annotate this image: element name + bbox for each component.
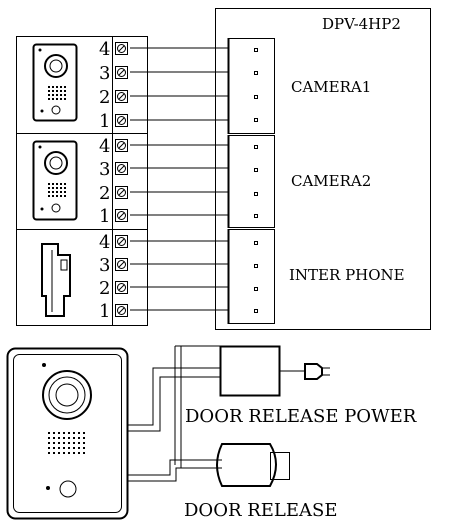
handset-icon	[41, 243, 71, 317]
plug-icon	[304, 363, 330, 380]
terminal-number: 3	[99, 255, 110, 276]
release-wires	[127, 345, 242, 482]
terminal-number: 4	[99, 39, 110, 60]
connector-label-camera1: CAMERA1	[291, 78, 371, 96]
device-panel	[16, 36, 148, 326]
door-station-icon	[6, 347, 129, 520]
connector-camera2: CAMERA2	[227, 135, 371, 228]
terminal-number: 4	[99, 136, 110, 157]
connector-label-camera2: CAMERA2	[291, 172, 371, 190]
terminal-block: 4 3 2 1 4 3 2 1 4 3 2 1	[99, 39, 128, 322]
terminal-number: 1	[99, 206, 110, 227]
connector-interphone: INTER PHONE	[227, 229, 405, 324]
terminal-number: 1	[99, 111, 110, 132]
terminal-number: 3	[99, 63, 110, 84]
wires	[130, 47, 228, 311]
main-unit-box	[215, 8, 431, 330]
terminal-number: 2	[99, 278, 110, 299]
camera-icon	[32, 140, 78, 221]
terminal-number: 1	[99, 301, 110, 322]
unit-title: DPV-4HP2	[322, 15, 401, 33]
camera-icon	[32, 43, 78, 122]
terminal-number: 2	[99, 87, 110, 108]
connector-label-interphone: INTER PHONE	[289, 266, 405, 284]
terminal-number: 3	[99, 159, 110, 180]
power-adapter-icon	[219, 345, 330, 397]
door-release-icon	[216, 443, 290, 487]
power-label: DOOR RELEASE POWER	[185, 406, 417, 427]
connector-camera1: CAMERA1	[227, 38, 371, 134]
terminal-number: 2	[99, 183, 110, 204]
release-label: DOOR RELEASE	[184, 500, 337, 521]
terminal-number: 4	[99, 232, 110, 253]
